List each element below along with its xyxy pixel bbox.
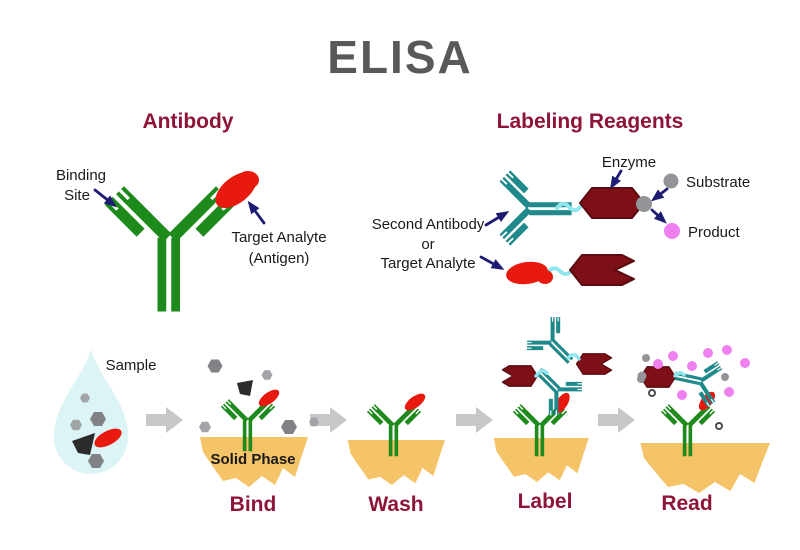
linker-icon (555, 201, 583, 213)
labeling-reagents-header: Labeling Reagents (497, 110, 684, 133)
binding-site-label-line1: Binding (56, 167, 106, 184)
substrate-dot (637, 375, 645, 383)
second-antibody-label-line3: Target Analyte (380, 255, 475, 272)
bind-step (199, 359, 319, 487)
substrate-label: Substrate (686, 174, 750, 191)
enzyme-active-site-dot (636, 196, 652, 212)
step-arrow-icon (456, 407, 493, 433)
particle-cup (237, 380, 253, 396)
target-analyte-label-line1: Target Analyte (231, 229, 326, 246)
linker-squiggles-label (534, 353, 581, 378)
step-labels: Bind Wash Label Read (230, 490, 713, 516)
enzyme-arrow (610, 169, 623, 190)
substrate-dots (637, 354, 729, 430)
substrate-dot (663, 173, 679, 189)
labeled-antibody-icon (670, 354, 722, 407)
black-labels: Binding Site Target Analyte (Antigen) En… (56, 154, 750, 468)
particle-hexagon (261, 370, 273, 380)
analyte-in-sample (94, 428, 122, 448)
enzyme-icon (579, 187, 645, 219)
product-dot (740, 358, 750, 368)
target-analyte-label-line2: (Antigen) (249, 250, 310, 267)
labeled-antibody-icon (522, 355, 585, 418)
substrate-ring-dot (715, 422, 723, 430)
antibody-header: Antibody (143, 110, 234, 133)
linker-icon (566, 353, 581, 361)
binding-site-label-line2: Site (64, 187, 90, 204)
substrate-arrow (650, 187, 669, 202)
antibody-illustration (108, 171, 259, 312)
step-arrow-icon (598, 407, 635, 433)
substrate-dot (721, 373, 729, 381)
labeling-reagents-illustration (501, 172, 680, 286)
target-analyte-blob-2-bump (537, 270, 553, 284)
wash-step (347, 393, 445, 485)
second-antibody-arrow (484, 211, 510, 227)
step-label-read: Read (661, 492, 712, 515)
bound-analyte (258, 389, 280, 407)
product-dot (724, 387, 734, 397)
step-label-wash: Wash (368, 493, 423, 516)
page-title: ELISA (327, 31, 472, 83)
second-antibody-label-line1: Second Antibody (372, 216, 485, 233)
section-headers: Antibody Labeling Reagents (143, 110, 684, 133)
target-analyte-2-arrow (479, 255, 505, 270)
target-analyte-blob-bump (237, 171, 259, 189)
read-step (637, 345, 770, 493)
product-dots (653, 345, 750, 400)
primary-antibody-icon (108, 189, 233, 312)
linker-icon (673, 371, 686, 378)
linker-icon (546, 266, 573, 276)
second-antibody-icon (501, 172, 572, 244)
product-dot (722, 345, 732, 355)
product-dot (664, 223, 680, 239)
labeled-antibody-icon (524, 314, 587, 377)
product-dot (703, 348, 713, 358)
enzyme-label: Enzyme (602, 154, 656, 171)
linker-squiggles-top (546, 201, 583, 276)
sample-step (54, 349, 128, 474)
step-label-bind: Bind (230, 493, 277, 516)
second-antibody-label-line2: or (421, 236, 434, 253)
target-analyte-arrow (247, 200, 266, 225)
annotation-arrows (93, 169, 669, 270)
enzyme-notched-icon (569, 254, 635, 286)
solid-phase-label: Solid Phase (210, 451, 295, 468)
solid-phase-shape (640, 443, 770, 493)
product-label: Product (688, 224, 741, 241)
particle-hexagon (207, 359, 223, 373)
label-step (493, 314, 613, 482)
product-arrow (650, 208, 667, 224)
substrate-ring-dot (648, 389, 656, 397)
particle-hexagon (281, 420, 297, 434)
product-dot (687, 361, 697, 371)
particle-hexagon (199, 421, 211, 433)
enzyme-conjugate-icon (501, 365, 539, 387)
bound-analyte (404, 393, 426, 411)
substrate-dot (642, 354, 650, 362)
product-dot (668, 351, 678, 361)
particle-cup (72, 433, 95, 455)
enzyme-conjugate-icon (575, 353, 613, 375)
sample-label: Sample (106, 357, 157, 374)
linker-icon (534, 368, 549, 378)
step-arrow-icon (146, 407, 183, 433)
binding-site-arrow (93, 188, 118, 208)
step-label-label: Label (518, 490, 573, 513)
product-dot (677, 390, 687, 400)
product-dot (653, 359, 663, 369)
